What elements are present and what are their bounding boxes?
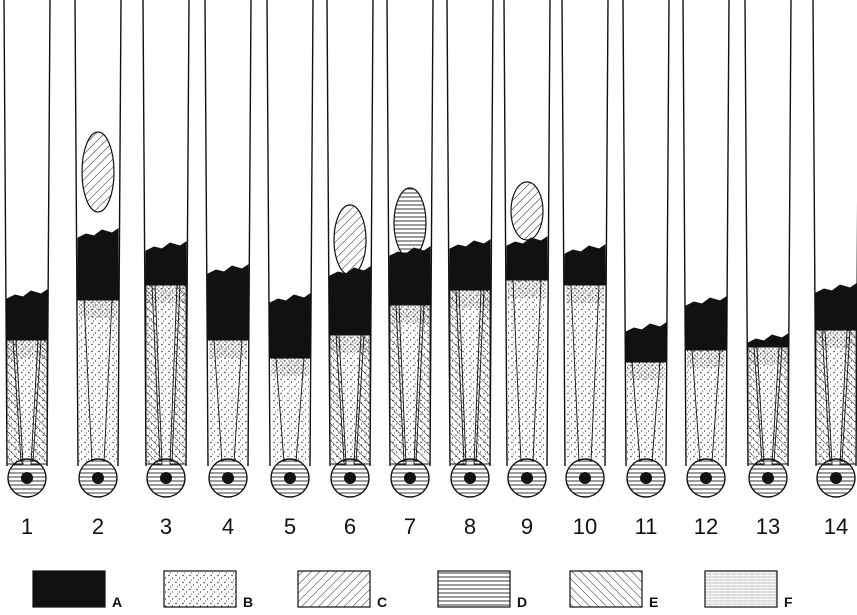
zone-a-band — [7, 290, 47, 340]
zone-a-band — [390, 247, 430, 305]
tubes-layer — [4, 0, 857, 497]
tube-2 — [75, 0, 121, 497]
tube-base-core — [640, 472, 652, 484]
tube-number-4: 4 — [222, 514, 234, 539]
tube-base-core — [222, 472, 234, 484]
tube-number-8: 8 — [464, 514, 476, 539]
tube-base-core — [92, 472, 104, 484]
zone-a-band — [816, 284, 856, 330]
tube-8 — [447, 0, 493, 497]
legend-label-C: C — [377, 594, 387, 610]
tube-base-core — [700, 472, 712, 484]
tube-number-12: 12 — [694, 514, 718, 539]
tube-base-core — [579, 472, 591, 484]
tube-number-5: 5 — [284, 514, 296, 539]
tube-number-6: 6 — [344, 514, 356, 539]
tube-13 — [745, 0, 791, 497]
legend-label-E: E — [649, 594, 658, 610]
legend: A B C D E F — [33, 571, 793, 610]
zone-b-region — [508, 280, 546, 460]
tube-base-core — [762, 472, 774, 484]
zone-a-band — [626, 323, 666, 362]
zone-bubble — [394, 188, 426, 258]
tube-number-10: 10 — [573, 514, 597, 539]
zone-a-band — [208, 265, 248, 340]
tube-number-2: 2 — [92, 514, 104, 539]
tube-base-core — [830, 472, 842, 484]
tube-number-3: 3 — [160, 514, 172, 539]
tube-number-11: 11 — [635, 514, 658, 539]
zone-a-band — [565, 245, 605, 285]
tube-base-core — [404, 472, 416, 484]
legend-item-B: B — [164, 571, 253, 610]
legend-swatch-C — [298, 571, 370, 607]
legend-item-F: F — [705, 571, 793, 610]
zone-b-region — [209, 340, 247, 462]
zone-b-region — [79, 300, 117, 462]
legend-item-E: E — [570, 571, 658, 610]
tube-3 — [143, 0, 189, 497]
zone-bubble — [82, 132, 114, 212]
tube-base-core — [521, 472, 533, 484]
zone-a-band — [507, 237, 547, 280]
tube-11 — [623, 0, 669, 497]
zone-a-band — [146, 242, 186, 285]
legend-swatch-A — [33, 571, 105, 607]
zone-b-region — [566, 285, 604, 458]
tube-6 — [327, 0, 373, 497]
legend-item-D: D — [438, 571, 527, 610]
tube-1 — [4, 0, 50, 497]
legend-item-C: C — [298, 571, 387, 610]
zone-a-band — [78, 229, 118, 300]
zone-a-band — [686, 297, 726, 350]
tube-base-core — [284, 472, 296, 484]
zone-a-band — [450, 240, 490, 290]
legend-label-A: A — [112, 594, 122, 610]
tube-base-core — [344, 472, 356, 484]
legend-label-F: F — [784, 594, 793, 610]
tube-base-core — [464, 472, 476, 484]
zone-a-band — [748, 334, 788, 347]
zone-a-band — [270, 294, 310, 358]
tube-4 — [205, 0, 251, 497]
tube-10 — [562, 0, 608, 497]
tube-9 — [504, 0, 550, 497]
zone-bubble — [334, 205, 366, 275]
tube-number-7: 7 — [404, 514, 416, 539]
tube-14 — [813, 0, 857, 497]
tube-base-core — [160, 472, 172, 484]
tube-number-9: 9 — [521, 514, 533, 539]
legend-swatch-E — [570, 571, 642, 607]
legend-swatch-F — [705, 571, 777, 607]
tube-base-core — [21, 472, 33, 484]
legend-swatch-D — [438, 571, 510, 607]
tube-5 — [267, 0, 313, 497]
zone-a-band — [330, 267, 370, 335]
tube-number-13: 13 — [756, 514, 780, 539]
legend-swatch-B — [164, 571, 236, 607]
legend-label-D: D — [517, 594, 527, 610]
tube-12 — [683, 0, 729, 497]
tube-7 — [387, 0, 433, 497]
tube-number-1: 1 — [21, 514, 33, 539]
zone-bubble — [511, 182, 543, 240]
tube-number-14: 14 — [824, 514, 848, 539]
legend-label-B: B — [243, 594, 253, 610]
legend-item-A: A — [33, 571, 122, 610]
